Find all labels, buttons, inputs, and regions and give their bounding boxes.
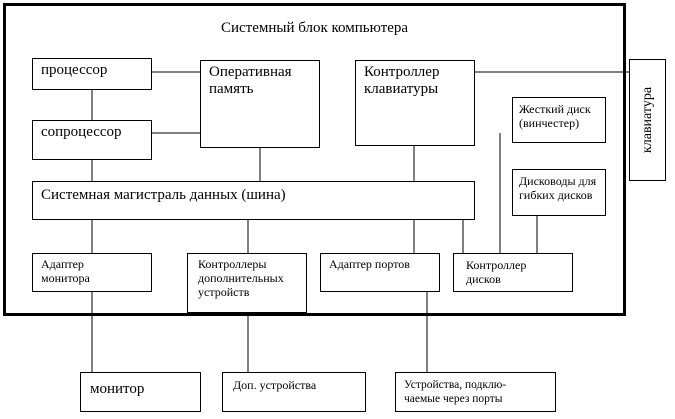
keyboard-label: клавиатура [639,86,655,154]
floppy-drives-node: Дисководы для гибких дисков [512,169,606,216]
port-adapter-label: Адаптер портов [329,257,410,271]
extra-controllers-node: Контроллеры дополнительных устройств [187,253,307,313]
system-unit-frame [3,3,626,316]
ram-label-line1: Оперативная [209,64,292,80]
floppy-drives-label-line1: Дисководы для [519,174,597,188]
ram-node: Оперативная память [200,60,320,148]
coprocessor-node: сопроцессор [32,120,152,160]
ram-label-line2: память [209,81,254,98]
system-bus-label: Системная магистраль данных (шина) [41,187,286,203]
extra-controllers-label-line1: Контроллеры [198,257,267,271]
hard-disk-node: Жесткий диск (винчестер) [512,97,606,143]
processor-label: процессор [41,62,108,78]
coprocessor-label: сопроцессор [41,124,122,140]
extra-controllers-label-line2: дополнительных [198,270,284,285]
monitor-adapter-label-line1: Адаптер [41,257,84,271]
port-devices-label-line2: чаемые через порты [404,392,503,405]
system-bus-node: Системная магистраль данных (шина) [32,181,475,220]
hard-disk-label-line1: Жесткий диск [519,102,591,116]
disk-controller-label-line2: дисков [466,271,501,286]
floppy-drives-label-line2: гибких дисков [519,187,593,202]
extra-devices-node: Доп. устройства [222,372,366,412]
keyboard-controller-label-line2: клавиатуры [364,81,439,98]
port-adapter-node: Адаптер портов [320,253,440,292]
system-unit-title: Системный блок компьютера [220,20,409,36]
monitor-label: монитор [90,381,145,397]
disk-controller-label-line1: Контроллер [466,258,527,272]
extra-devices-label: Доп. устройства [233,378,317,392]
monitor-adapter-node: Адаптер монитора [32,253,152,292]
monitor-adapter-label-line2: монитора [41,270,90,285]
monitor-node: монитор [80,372,201,412]
keyboard-controller-node: Контроллер клавиатуры [355,60,475,146]
keyboard-node: клавиатура [629,59,666,181]
hard-disk-label-line2: (винчестер) [519,115,580,130]
disk-controller-node: Контроллер дисков [453,253,573,292]
port-devices-node: Устройства, подклю- чаемые через порты [395,372,556,412]
extra-controllers-label-line3: устройств [198,284,250,299]
processor-node: процессор [32,58,152,90]
keyboard-controller-label-line1: Контроллер [364,64,440,80]
port-devices-label-line1: Устройства, подклю- [404,379,507,391]
